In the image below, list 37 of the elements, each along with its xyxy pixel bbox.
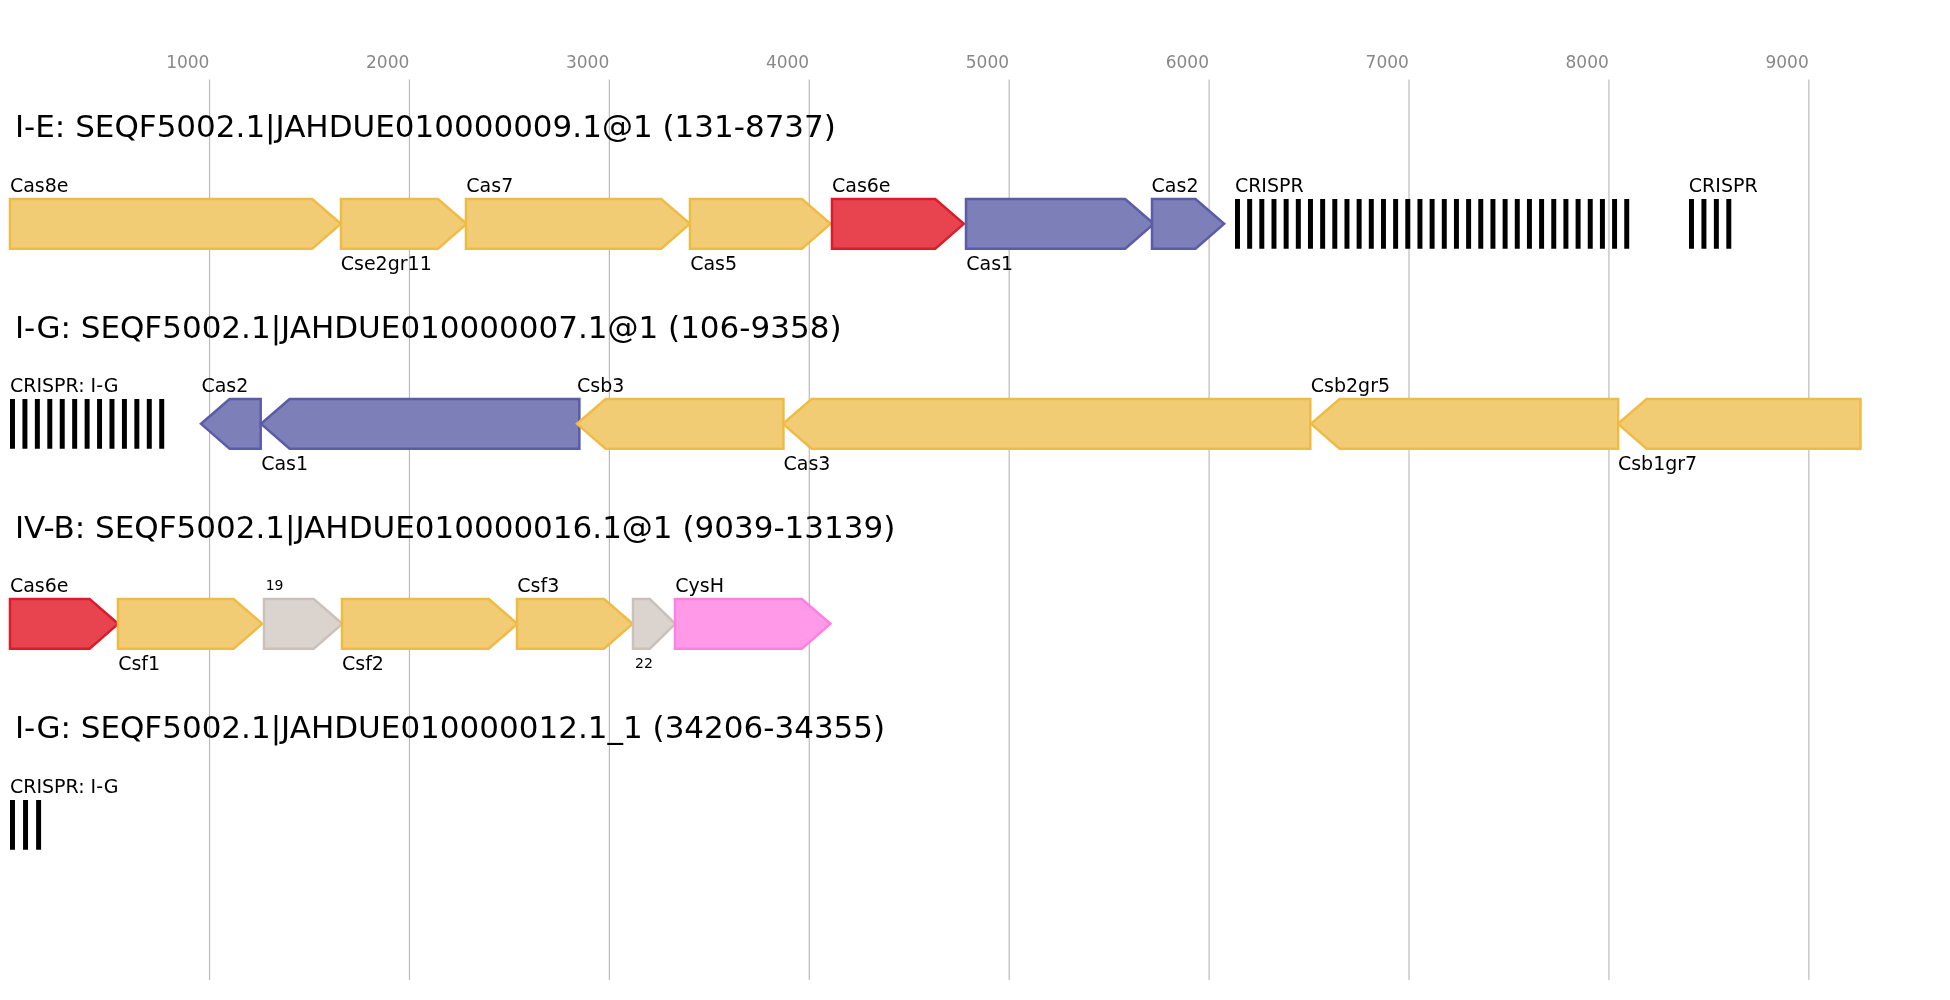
- gene-label: CysH: [675, 575, 724, 596]
- axis-tick-label: 7000: [1365, 52, 1409, 73]
- gene-label: Cas5: [690, 252, 738, 273]
- gene-label: Cas3: [783, 452, 831, 473]
- gene-label: Cas8e: [9, 174, 69, 195]
- gene-label: Cas6e: [9, 575, 69, 596]
- gene-label: Cas1: [261, 452, 309, 473]
- gene-label: Cas7: [466, 174, 514, 195]
- axis-tick-label: 6000: [1165, 52, 1209, 73]
- gene-label: Csb1gr7: [1617, 452, 1698, 473]
- gene-label: Csf3: [517, 575, 560, 596]
- gene-label: CRISPR: [1234, 174, 1304, 195]
- gene-label: Csb3: [577, 375, 625, 396]
- gene-label: Cas2: [1151, 174, 1199, 195]
- gene-label: Cas2: [201, 375, 249, 396]
- axis-tick-label: 3000: [566, 52, 610, 73]
- gene-label: CRISPR: I-G: [9, 775, 119, 796]
- gene-label: Csf2: [342, 653, 384, 674]
- axis-tick-label: 9000: [1765, 52, 1809, 73]
- axis-tick-label: 5000: [965, 52, 1010, 73]
- gene-label: CRISPR: I-G: [9, 375, 119, 396]
- locus-title: I-G: SEQF5002.1|JAHDUE010000012.1_1 (34206-34355): [14, 710, 886, 745]
- gene-label: Cas6e: [831, 174, 891, 195]
- axis-tick-label: 4000: [765, 52, 810, 73]
- axis-tick-label: 1000: [166, 52, 210, 73]
- locus-title: I-E: SEQF5002.1|JAHDUE010000009.1@1 (131-8737): [14, 109, 836, 144]
- gene-label: Csb2gr5: [1310, 375, 1391, 396]
- gene-label: 19: [265, 576, 284, 596]
- gene-label: Cse2gr11: [340, 252, 432, 273]
- locus-title: IV-B: SEQF5002.1|JAHDUE010000016.1@1 (9039-13139): [14, 509, 896, 544]
- gene-label: 22: [635, 654, 653, 674]
- gene-label: Cas1: [966, 252, 1014, 273]
- gene-label: CRISPR: [1688, 174, 1758, 195]
- axis-tick-label: 2000: [366, 52, 410, 73]
- axis-tick-label: 8000: [1565, 52, 1609, 73]
- locus-title: I-G: SEQF5002.1|JAHDUE010000007.1@1 (106-9358): [14, 309, 842, 344]
- gene-label: Csf1: [118, 653, 161, 674]
